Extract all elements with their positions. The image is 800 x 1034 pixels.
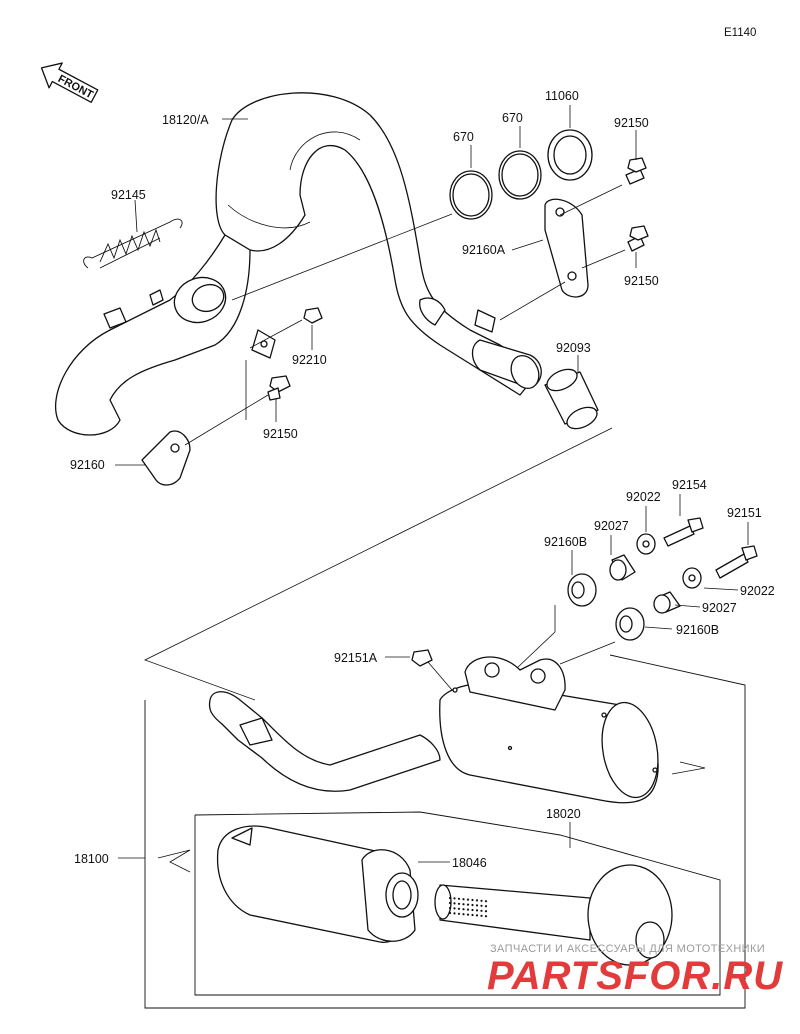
perforation-dot xyxy=(475,914,479,917)
label-92151A: 92151A xyxy=(334,651,378,665)
perforation-dot xyxy=(471,908,474,912)
label-670-b: 670 xyxy=(502,111,523,125)
label-18020: 18020 xyxy=(546,807,581,821)
bolt-92150-lower xyxy=(267,375,291,401)
label-92150-top: 92150 xyxy=(614,116,649,130)
perforation-dot xyxy=(448,911,452,915)
label-11060: 11060 xyxy=(545,89,579,103)
label-18100: 18100 xyxy=(74,852,109,866)
label-670-a: 670 xyxy=(453,130,474,144)
bolt-92151 xyxy=(715,545,758,579)
perforation-dot xyxy=(466,903,470,906)
label-92210: 92210 xyxy=(292,353,327,367)
nut-92210 xyxy=(303,307,323,324)
perforation-dot xyxy=(448,896,452,900)
perforation-dot xyxy=(484,900,488,903)
perforation-dot xyxy=(480,914,483,917)
label-92160B-b: 92160B xyxy=(676,623,719,637)
label-92027-b: 92027 xyxy=(702,601,737,615)
label-92150-lower: 92150 xyxy=(263,427,298,441)
pipe-connector-92093 xyxy=(544,368,599,430)
label-18120A: 18120/A xyxy=(162,113,209,127)
perforation-dot xyxy=(484,905,488,908)
bolt-92150-top xyxy=(625,157,647,185)
perforation-dot xyxy=(462,908,465,911)
perforation-dot xyxy=(471,903,474,907)
perforation-dot xyxy=(448,901,452,905)
label-92151: 92151 xyxy=(727,506,762,520)
grommet-92160B-b xyxy=(615,607,645,641)
perforation-dot xyxy=(475,899,479,902)
perforation-dot xyxy=(453,907,456,910)
bolt-92150-right xyxy=(627,225,649,252)
leader-lines-lower xyxy=(118,494,749,873)
perforation-dot xyxy=(484,910,488,913)
end-cap xyxy=(587,864,673,966)
perforation-dot xyxy=(466,913,470,916)
watermark-tagline: ЗАПЧАСТИ И АКСЕССУАРЫ ДЛЯ МОТОТЕХНИКИ xyxy=(490,943,765,955)
perforation-dot xyxy=(453,912,456,915)
perforation-dot xyxy=(448,906,452,910)
perforation-dot xyxy=(471,898,474,902)
bracket-92160 xyxy=(141,430,191,486)
perforation-dots xyxy=(448,896,488,918)
packing-18046 xyxy=(434,884,591,941)
label-92160B-a: 92160B xyxy=(544,535,587,549)
label-92160A: 92160A xyxy=(462,243,506,257)
perforation-dot xyxy=(453,902,456,905)
label-92022-b: 92022 xyxy=(740,584,775,598)
collar-92027-a xyxy=(609,554,636,581)
perforation-dot xyxy=(462,913,465,916)
perforation-dot xyxy=(475,904,479,907)
spring-92145 xyxy=(83,218,183,269)
front-arrow-icon: FRONT xyxy=(40,62,99,103)
perforation-dot xyxy=(471,913,474,917)
label-92145: 92145 xyxy=(111,188,146,202)
perforation-dot xyxy=(457,897,461,900)
bracket-92160A xyxy=(544,198,589,298)
perforation-dot xyxy=(457,912,461,915)
perforation-dot xyxy=(457,902,461,905)
label-92022-a: 92022 xyxy=(626,490,661,504)
diagram-code: E1140 xyxy=(724,27,756,39)
exhaust-header-pipe xyxy=(54,92,542,436)
gasket-670-a xyxy=(449,170,493,220)
washer-92022-a xyxy=(636,533,656,555)
label-92154: 92154 xyxy=(672,478,707,492)
perforation-dot xyxy=(484,915,488,918)
silencer-outer-shell-18020 xyxy=(216,825,419,943)
label-92027-a: 92027 xyxy=(594,519,629,533)
grommet-92160B-a xyxy=(567,573,597,607)
perforation-dot xyxy=(462,898,465,901)
label-18046: 18046 xyxy=(452,856,487,870)
label-92150-right: 92150 xyxy=(624,274,659,288)
perforation-dot xyxy=(480,909,483,912)
perforation-dot xyxy=(462,903,465,906)
perforation-dot xyxy=(453,897,456,900)
silencer-body xyxy=(439,656,659,804)
collar-92027-b xyxy=(653,591,681,614)
perforation-dot xyxy=(466,898,470,901)
silencer-tail-pipe xyxy=(208,691,441,792)
watermark-logo: PARTSFOR.RU xyxy=(487,954,783,998)
muffler-frame xyxy=(144,654,746,1009)
perforation-dot xyxy=(466,908,470,911)
perforation-dot xyxy=(475,909,479,912)
washer-92022-b xyxy=(682,567,702,589)
label-92093: 92093 xyxy=(556,341,591,355)
label-92160: 92160 xyxy=(70,458,105,472)
perforation-dot xyxy=(480,899,483,902)
perforation-dot xyxy=(480,904,483,907)
gasket-11060 xyxy=(547,129,593,181)
bolt-92154 xyxy=(663,517,704,547)
bolt-92151A xyxy=(411,649,433,667)
perforation-dot xyxy=(457,907,461,910)
leader-lines-upper xyxy=(115,105,637,701)
gasket-670-b xyxy=(498,150,542,200)
